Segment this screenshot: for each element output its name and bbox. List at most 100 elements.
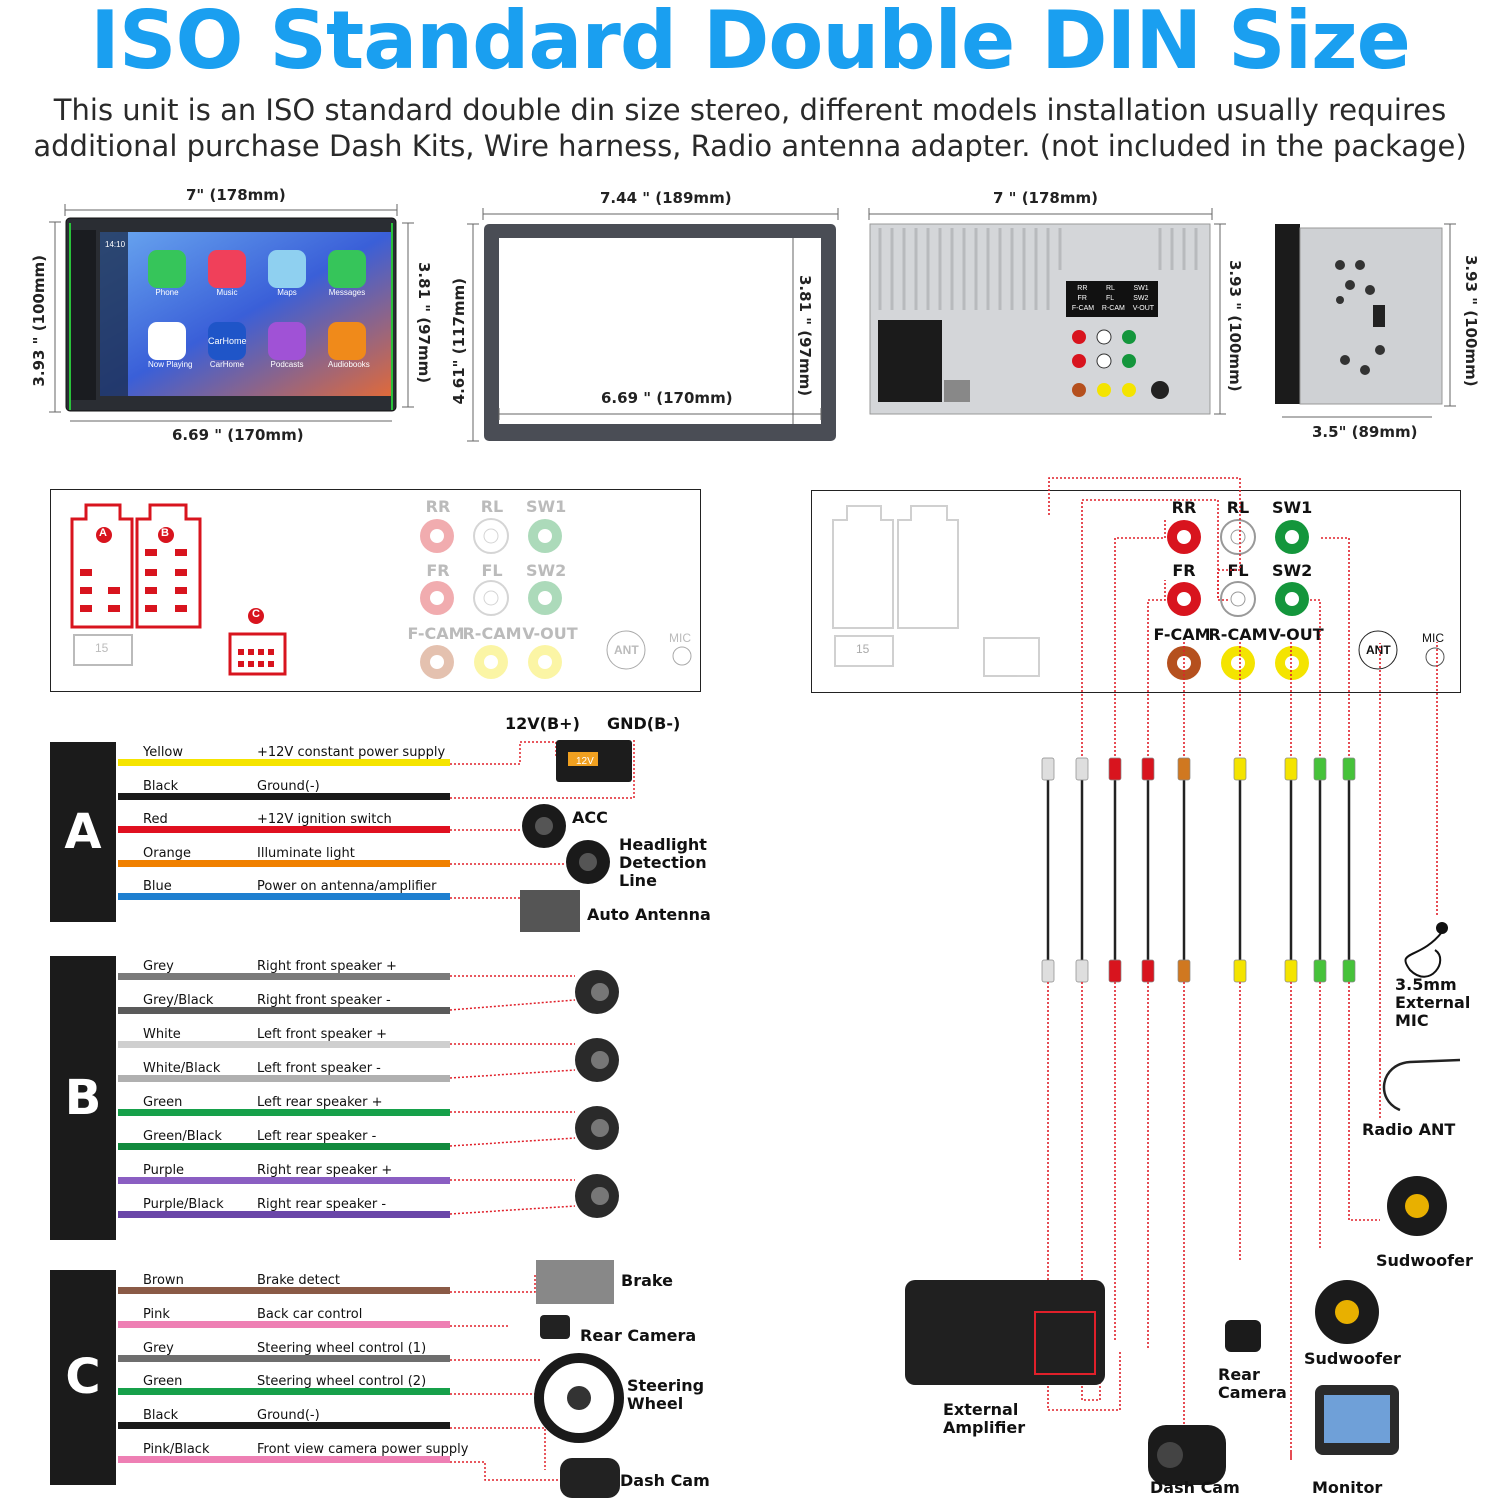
- wire-function: +12V constant power supply: [257, 745, 446, 760]
- wire-function: Left front speaker +: [257, 1027, 388, 1042]
- wire-function: Right front speaker +: [257, 959, 397, 974]
- frame-inner-height-label: 3.81 " (97mm): [796, 275, 814, 397]
- conn-c-badge: C: [252, 608, 260, 620]
- rca-plug-top: [1141, 757, 1155, 781]
- wire-name: Grey/Black: [143, 993, 214, 1008]
- app-music-icon[interactable]: Music: [208, 250, 246, 297]
- port-fcam-label: F-CAM: [1153, 625, 1211, 644]
- wire-line: [118, 1422, 450, 1430]
- front-screen-width-label: 6.69 " (170mm): [172, 426, 304, 444]
- wire-function: Steering wheel control (1): [257, 1340, 427, 1356]
- port-vout-label-left: V-OUT: [522, 624, 578, 643]
- page-subtitle: This unit is an ISO standard double din …: [30, 92, 1470, 164]
- wire-function: Steering wheel control (2): [257, 1374, 427, 1390]
- side-depth-label: 3.5" (89mm): [1312, 423, 1418, 441]
- device-route: [1081, 982, 1101, 1401]
- label-rear-camera-left: Rear Camera: [580, 1326, 697, 1345]
- rca-plug-top: [1313, 757, 1327, 781]
- app-messages-icon[interactable]: Messages: [328, 250, 366, 297]
- side-height-label: 3.93 " (100mm): [1462, 255, 1480, 387]
- rca-plug-bottom: [1342, 959, 1356, 983]
- label-auto-antenna: Auto Antenna: [587, 905, 711, 924]
- port-rr-label: RR: [1171, 498, 1197, 517]
- wire-name: Orange: [143, 845, 192, 861]
- port-sw2-label-left: SW2: [526, 561, 567, 580]
- wire-function: Right front speaker -: [257, 993, 391, 1008]
- screen-app-grid: Phone Music Maps Messages Now Playing Ca…: [142, 250, 392, 380]
- label-gnd: GND(B-): [607, 714, 681, 733]
- wire-function: Right rear speaker -: [257, 1197, 387, 1212]
- battery-icon: 12V: [576, 756, 594, 767]
- wire-line: [118, 1007, 450, 1014]
- wire-name: Blue: [143, 879, 172, 895]
- rca-plug-bottom: [1313, 959, 1327, 983]
- rca-plug-top: [1342, 757, 1356, 781]
- signal-route: [1310, 599, 1321, 760]
- wire-function: Ground(-): [257, 778, 320, 794]
- wire-line: [118, 859, 450, 867]
- wire-function: Right rear speaker +: [257, 1163, 393, 1178]
- wire-name: Yellow: [143, 745, 184, 760]
- frame-inner-width-label: 6.69 " (170mm): [601, 389, 733, 407]
- signal-route: [1147, 580, 1166, 760]
- rca-plug-bottom: [1041, 959, 1055, 983]
- left-device-graphics: [449, 739, 635, 1498]
- right-connector-panel: [811, 490, 1461, 693]
- wire-function: Left front speaker -: [257, 1061, 381, 1076]
- port-rcam-label-left: R-CAM: [462, 624, 522, 643]
- app-now-playing-icon[interactable]: Now Playing: [148, 322, 192, 369]
- signal-route: [1114, 520, 1166, 760]
- back-width-label: 7 " (178mm): [993, 189, 1098, 207]
- wire-name: Green: [143, 1374, 183, 1390]
- label-subwoofer-1: Sudwoofer: [1376, 1251, 1473, 1270]
- rca-plug-bottom: [1075, 959, 1089, 983]
- conn-a-badge: A: [99, 527, 107, 539]
- wire-line: [118, 1354, 450, 1362]
- wire-line: [118, 1041, 450, 1048]
- rca-plug-top: [1177, 757, 1191, 781]
- wire-function: Brake detect: [257, 1273, 341, 1288]
- port-vout-label: V-OUT: [1268, 625, 1324, 644]
- wire-line: [118, 826, 450, 834]
- wire-function: Power on antenna/amplifier: [257, 879, 437, 895]
- ant-label: ANT: [1366, 643, 1391, 657]
- port-rl-label-left: RL: [480, 497, 504, 516]
- monitor-screen-icon: [1324, 1395, 1390, 1443]
- label-radio-ant: Radio ANT: [1362, 1120, 1456, 1139]
- frame-drawing: [467, 208, 839, 442]
- front-screen-height-label: 3.81 " (97mm): [415, 262, 433, 384]
- label-brake: Brake: [621, 1271, 673, 1290]
- side-unit-drawing: [1275, 223, 1456, 418]
- port-fr-label-left: FR: [426, 561, 450, 580]
- rca-plug-bottom: [1233, 959, 1247, 983]
- app-maps-icon[interactable]: Maps: [268, 250, 306, 297]
- wire-name: Green: [143, 1095, 183, 1110]
- subtitle-line-1: This unit is an ISO standard double din …: [53, 93, 1447, 127]
- rca-plug-top: [1233, 757, 1247, 781]
- rca-plug-bottom: [1141, 959, 1155, 983]
- rca-plug-bottom: [1284, 959, 1298, 983]
- mic-head-icon: [1436, 922, 1448, 934]
- app-phone-icon[interactable]: Phone: [148, 250, 186, 297]
- wire-name: Black: [143, 1408, 179, 1424]
- wire-function: Ground(-): [257, 1408, 320, 1424]
- wire-line: [118, 1211, 450, 1218]
- app-audiobooks-icon[interactable]: Audiobooks: [328, 322, 370, 369]
- port-rr-label-left: RR: [425, 497, 451, 516]
- wire-name: White/Black: [143, 1061, 221, 1076]
- app-podcasts-icon[interactable]: Podcasts: [268, 322, 306, 369]
- label-12v: 12V(B+): [505, 714, 580, 733]
- wire-name: Grey: [143, 959, 174, 974]
- label-monitor: Monitor: [1312, 1478, 1383, 1497]
- dash-cam-lens-icon: [1157, 1442, 1183, 1468]
- wire-function: Left rear speaker +: [257, 1095, 383, 1110]
- radio-antenna-icon: [1382, 1058, 1461, 1112]
- back-unit-drawing: [868, 208, 1226, 415]
- wire-line: [118, 759, 450, 766]
- label-subwoofer-2: Sudwoofer: [1304, 1349, 1401, 1368]
- harness-c-bar: C: [50, 1270, 116, 1485]
- wire-function: Back car control: [257, 1306, 363, 1322]
- wire-name: Purple/Black: [143, 1197, 224, 1212]
